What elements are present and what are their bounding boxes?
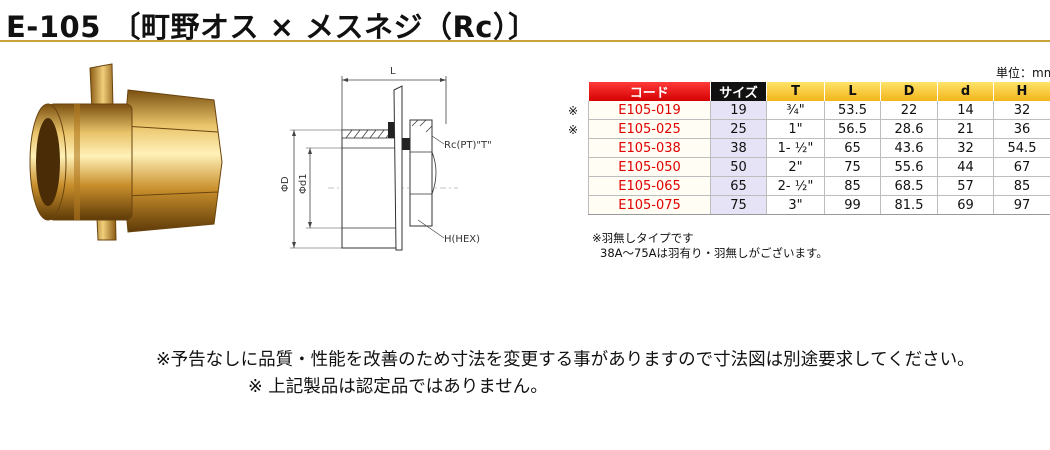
d1-cell: 44 bbox=[937, 157, 994, 177]
size-cell: 38 bbox=[710, 138, 767, 158]
size-cell: 65 bbox=[710, 176, 767, 196]
d1-cell: 32 bbox=[937, 138, 994, 158]
h-cell: 97 bbox=[993, 195, 1050, 215]
h-cell: 54.5 bbox=[993, 138, 1050, 158]
h-cell: 32 bbox=[993, 101, 1050, 120]
table-row: E105-019 19 ¾" 53.5 22 14 32 bbox=[588, 101, 1050, 120]
d1-cell: 69 bbox=[937, 195, 994, 215]
table-header-row: コード サイズ T L D d H bbox=[588, 82, 1050, 101]
h-cell: 67 bbox=[993, 157, 1050, 177]
note-wingless: ※羽無しタイプです bbox=[592, 231, 694, 245]
code-cell: E105-050 bbox=[588, 157, 711, 177]
d-cell: 28.6 bbox=[880, 119, 938, 139]
d-cell: 43.6 bbox=[880, 138, 938, 158]
page-title: E-105 〔町野オス × メスネジ（Rc）〕 bbox=[6, 10, 538, 44]
title-underline bbox=[0, 40, 1050, 42]
footer-note-spec-change: ※予告なしに品質・性能を改善のため寸法を変更する事がありますので寸法図は別途要求… bbox=[156, 350, 975, 370]
t-cell: ¾" bbox=[766, 101, 825, 120]
unit-label: 単位：mm bbox=[996, 66, 1050, 80]
h-cell: 36 bbox=[993, 119, 1050, 139]
column-header: コード bbox=[588, 82, 711, 101]
code-cell: E105-075 bbox=[588, 195, 711, 215]
code-cell: E105-065 bbox=[588, 176, 711, 196]
row-mark: ※ bbox=[568, 123, 579, 137]
size-cell: 25 bbox=[710, 119, 767, 139]
d-cell: 68.5 bbox=[880, 176, 938, 196]
l-cell: 56.5 bbox=[824, 119, 881, 139]
d-cell: 55.6 bbox=[880, 157, 938, 177]
table-row: E105-075 75 3" 99 81.5 69 97 bbox=[588, 195, 1050, 215]
l-cell: 75 bbox=[824, 157, 881, 177]
title-bar: E-105 〔町野オス × メスネジ（Rc）〕 bbox=[0, 0, 1050, 44]
column-header: サイズ bbox=[710, 82, 767, 101]
note-availability: 38A～75Aは羽有り・羽無しがございます。 bbox=[600, 246, 828, 260]
size-cell: 19 bbox=[710, 101, 767, 120]
thread-label: Rc(PT)"T" bbox=[444, 140, 492, 151]
l-cell: 65 bbox=[824, 138, 881, 158]
dimension-drawing: L ΦD Φd1 Rc(PT)"T" H(HEX) bbox=[280, 66, 492, 251]
t-cell: 2" bbox=[766, 157, 825, 177]
size-cell: 50 bbox=[710, 157, 767, 177]
code-cell: E105-019 bbox=[588, 101, 711, 120]
t-cell: 1" bbox=[766, 119, 825, 139]
dim-outer-dia-label: ΦD bbox=[280, 176, 291, 192]
product-photo bbox=[29, 63, 223, 241]
d1-cell: 57 bbox=[937, 176, 994, 196]
l-cell: 85 bbox=[824, 176, 881, 196]
spec-table: コード サイズ T L D d H E105-019 19 ¾" 53.5 22… bbox=[588, 82, 1050, 215]
dim-length-label: L bbox=[390, 66, 396, 77]
t-cell: 1- ½" bbox=[766, 138, 825, 158]
column-header: D bbox=[880, 82, 938, 101]
row-mark: ※ bbox=[568, 104, 579, 118]
table-row: E105-050 50 2" 75 55.6 44 67 bbox=[588, 157, 1050, 177]
column-header: L bbox=[824, 82, 881, 101]
d1-cell: 14 bbox=[937, 101, 994, 120]
h-cell: 85 bbox=[993, 176, 1050, 196]
t-cell: 2- ½" bbox=[766, 176, 825, 196]
d-cell: 22 bbox=[880, 101, 938, 120]
d-cell: 81.5 bbox=[880, 195, 938, 215]
hex-label: H(HEX) bbox=[444, 234, 480, 245]
column-header: d bbox=[937, 82, 994, 101]
size-cell: 75 bbox=[710, 195, 767, 215]
footer-note-certification: ※ 上記製品は認定品ではありません。 bbox=[248, 377, 548, 397]
d1-cell: 21 bbox=[937, 119, 994, 139]
l-cell: 53.5 bbox=[824, 101, 881, 120]
dim-inner-dia-label: Φd1 bbox=[298, 173, 309, 194]
column-header: T bbox=[766, 82, 825, 101]
code-cell: E105-038 bbox=[588, 138, 711, 158]
code-cell: E105-025 bbox=[588, 119, 711, 139]
t-cell: 3" bbox=[766, 195, 825, 215]
column-header: H bbox=[993, 82, 1050, 101]
table-row: E105-038 38 1- ½" 65 43.6 32 54.5 bbox=[588, 138, 1050, 158]
table-row: E105-025 25 1" 56.5 28.6 21 36 bbox=[588, 119, 1050, 139]
l-cell: 99 bbox=[824, 195, 881, 215]
table-row: E105-065 65 2- ½" 85 68.5 57 85 bbox=[588, 176, 1050, 196]
